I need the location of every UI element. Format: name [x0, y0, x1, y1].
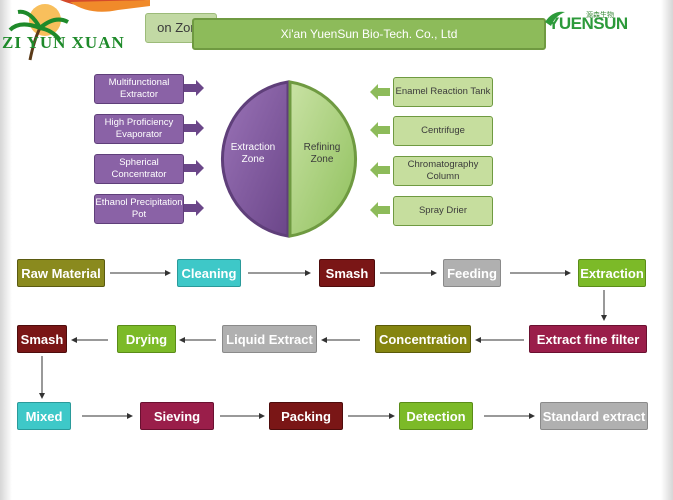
step-smash-2: Smash [17, 325, 67, 353]
refining-half-circle [288, 80, 358, 238]
step-extraction: Extraction [578, 259, 646, 287]
palm-tree-logo-icon [8, 0, 150, 61]
background-left-shade [0, 0, 12, 500]
step-concentration: Concentration [375, 325, 471, 353]
refining-zone-label: Refining Zone [303, 142, 341, 165]
step-liquid-extract: Liquid Extract [222, 325, 317, 353]
step-mixed: Mixed [17, 402, 71, 430]
step-standard-extract: Standard extract [540, 402, 648, 430]
arrow-column [370, 162, 390, 178]
step-detection: Detection [399, 402, 473, 430]
step-drying: Drying [117, 325, 176, 353]
step-smash-1: Smash [319, 259, 375, 287]
step-packing: Packing [269, 402, 343, 430]
refining-item-4: Spray Drier [393, 196, 493, 226]
background-right-shade [661, 0, 673, 500]
arrow-tank [370, 84, 390, 100]
yuensun-logo-chinese: 源森生物 [586, 12, 614, 19]
refining-item-3: Chromatography Column [393, 156, 493, 186]
extraction-item-4: Ethanol Precipitation Pot [94, 194, 184, 224]
refining-item-1: Enamel Reaction Tank [393, 77, 493, 107]
ziyunxuan-logo-text: ZI YUN XUAN [2, 33, 125, 52]
arrow-evaporator [184, 120, 204, 136]
extraction-half-circle [220, 80, 290, 238]
step-sieving: Sieving [140, 402, 214, 430]
company-name-bar: Xi'an YuenSun Bio-Tech. Co., Ltd [192, 18, 546, 50]
step-extract-fine-filter: Extract fine filter [529, 325, 647, 353]
arrow-centrifuge [370, 122, 390, 138]
yuensun-logo-text: YUENSUN [548, 14, 628, 33]
arrow-concentrator [184, 160, 204, 176]
yuensun-leaf-icon [545, 11, 565, 26]
extraction-item-2: High Proficiency Evaporator [94, 114, 184, 144]
extraction-zone-label: Extraction Zone [230, 142, 276, 165]
arrow-precipitation [184, 200, 204, 216]
step-cleaning: Cleaning [177, 259, 241, 287]
arrow-extractor [184, 80, 204, 96]
arrow-drier [370, 202, 390, 218]
step-raw-material: Raw Material [17, 259, 105, 287]
extraction-item-1: Multifunctional Extractor [94, 74, 184, 104]
extraction-item-3: Spherical Concentrator [94, 154, 184, 184]
refining-item-2: Centrifuge [393, 116, 493, 146]
step-feeding: Feeding [443, 259, 501, 287]
